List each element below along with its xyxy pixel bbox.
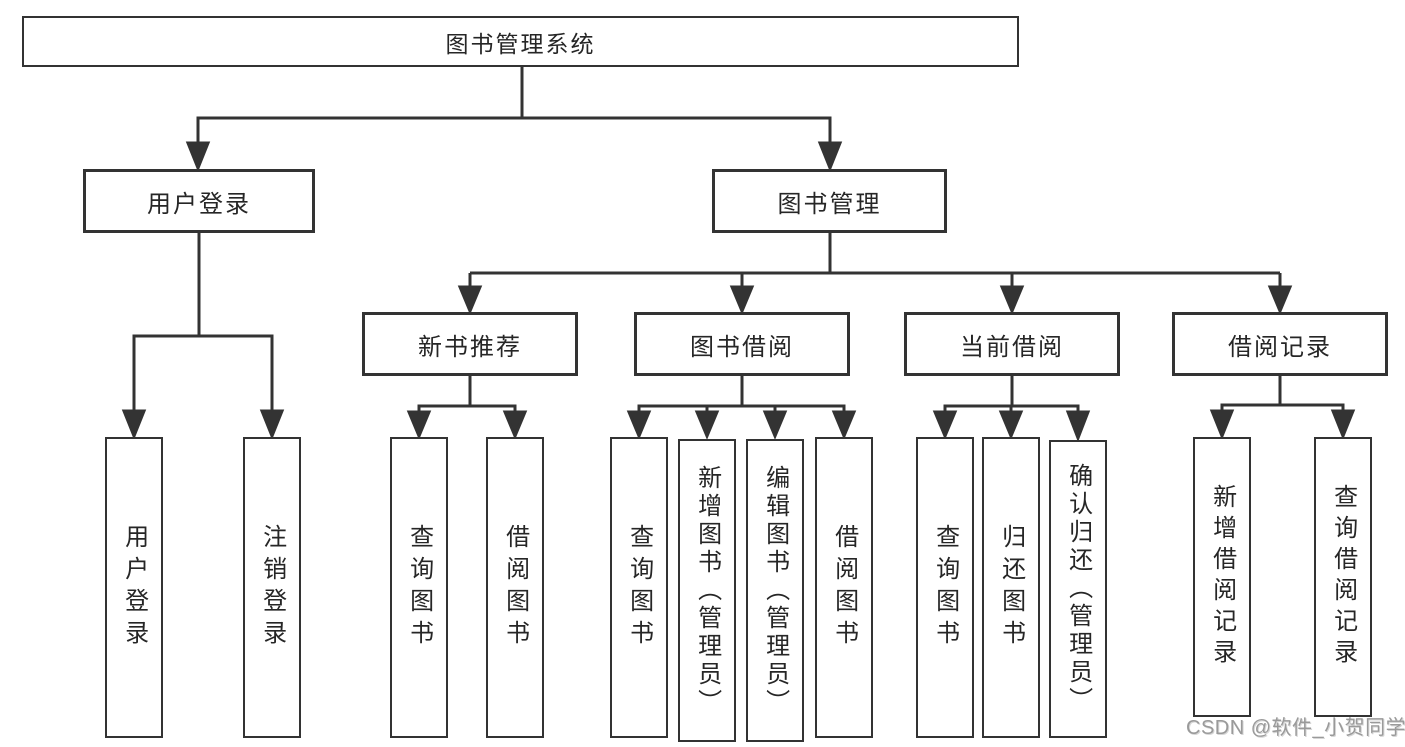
- leaf-logout-action: 注销登录: [243, 437, 301, 738]
- node-new-book-recommend: 新书推荐: [362, 312, 578, 376]
- leaf-label: 新增图书（管理员）: [693, 464, 721, 717]
- branch-book-management: [457, 233, 1293, 315]
- leaf-label: 查询图书: [405, 523, 433, 652]
- leaf-query-books-recommend: 查询图书: [390, 437, 448, 738]
- leaf-query-borrow-record: 查询借阅记录: [1314, 437, 1372, 717]
- leaf-borrow-books-recommend: 借阅图书: [486, 437, 544, 738]
- arrow-down-icon: [831, 410, 857, 440]
- branch-borrowing-records: [1209, 376, 1356, 441]
- branch-book-borrowing: [626, 376, 857, 440]
- arrow-down-icon: [457, 285, 483, 315]
- leaf-label: 借阅图书: [501, 523, 529, 652]
- leaf-edit-books-admin: 编辑图书（管理员）: [746, 439, 804, 742]
- branch-current-borrowing: [932, 376, 1091, 443]
- leaf-label: 查询图书: [625, 523, 653, 652]
- branch-user-login: [121, 233, 285, 441]
- leaf-query-books-current: 查询图书: [916, 437, 974, 738]
- leaf-query-books-borrowing: 查询图书: [610, 437, 668, 738]
- arrow-down-icon: [729, 285, 755, 315]
- arrow-down-icon: [762, 410, 788, 440]
- leaf-return-books: 归还图书: [982, 437, 1040, 738]
- leaf-label: 注销登录: [258, 523, 286, 652]
- leaf-add-borrow-record: 新增借阅记录: [1193, 437, 1251, 717]
- leaf-label: 查询借阅记录: [1329, 484, 1357, 670]
- arrow-down-icon: [406, 410, 432, 440]
- arrow-down-icon: [694, 410, 720, 440]
- arrow-down-icon: [1065, 410, 1091, 443]
- node-book-borrowing: 图书借阅: [634, 312, 850, 376]
- leaf-label: 借阅图书: [830, 523, 858, 652]
- leaf-user-login-action: 用户登录: [105, 437, 163, 738]
- node-library-management-system: 图书管理系统: [22, 16, 1019, 67]
- leaf-label: 确认归还（管理员）: [1064, 463, 1092, 715]
- arrow-down-icon: [259, 409, 285, 441]
- node-label: 用户登录: [147, 190, 251, 218]
- csdn-watermark: CSDN @软件_小贺同学: [1186, 717, 1405, 739]
- arrow-down-icon: [999, 285, 1025, 315]
- arrow-down-icon: [185, 141, 211, 173]
- arrow-down-icon: [1330, 409, 1356, 441]
- leaf-add-books-admin: 新增图书（管理员）: [678, 439, 736, 742]
- node-label: 图书借阅: [690, 333, 794, 361]
- leaf-label: 查询图书: [931, 523, 959, 652]
- node-book-management: 图书管理: [712, 169, 947, 233]
- node-label: 当前借阅: [960, 333, 1064, 361]
- branch-root: [185, 67, 843, 173]
- arrow-down-icon: [1209, 409, 1235, 441]
- node-label: 借阅记录: [1228, 333, 1332, 361]
- leaf-borrow-books-borrowing: 借阅图书: [815, 437, 873, 738]
- arrow-down-icon: [998, 410, 1024, 440]
- node-label: 图书管理系统: [445, 30, 596, 57]
- arrow-down-icon: [626, 410, 652, 440]
- node-user-login: 用户登录: [83, 169, 315, 233]
- node-label: 图书管理: [777, 190, 882, 218]
- arrow-down-icon: [1267, 285, 1293, 315]
- arrow-down-icon: [121, 409, 147, 441]
- leaf-label: 编辑图书（管理员）: [761, 464, 789, 717]
- node-label: 新书推荐: [418, 333, 522, 361]
- leaf-label: 归还图书: [997, 523, 1025, 652]
- node-current-borrowing: 当前借阅: [904, 312, 1120, 376]
- leaf-label: 用户登录: [120, 523, 148, 652]
- arrow-down-icon: [817, 141, 843, 173]
- node-borrowing-records: 借阅记录: [1172, 312, 1388, 376]
- branch-new-book-recommend: [406, 376, 528, 440]
- arrow-down-icon: [502, 410, 528, 440]
- leaf-confirm-return-admin: 确认归还（管理员）: [1049, 440, 1107, 738]
- arrow-down-icon: [932, 410, 958, 440]
- leaf-label: 新增借阅记录: [1208, 484, 1236, 670]
